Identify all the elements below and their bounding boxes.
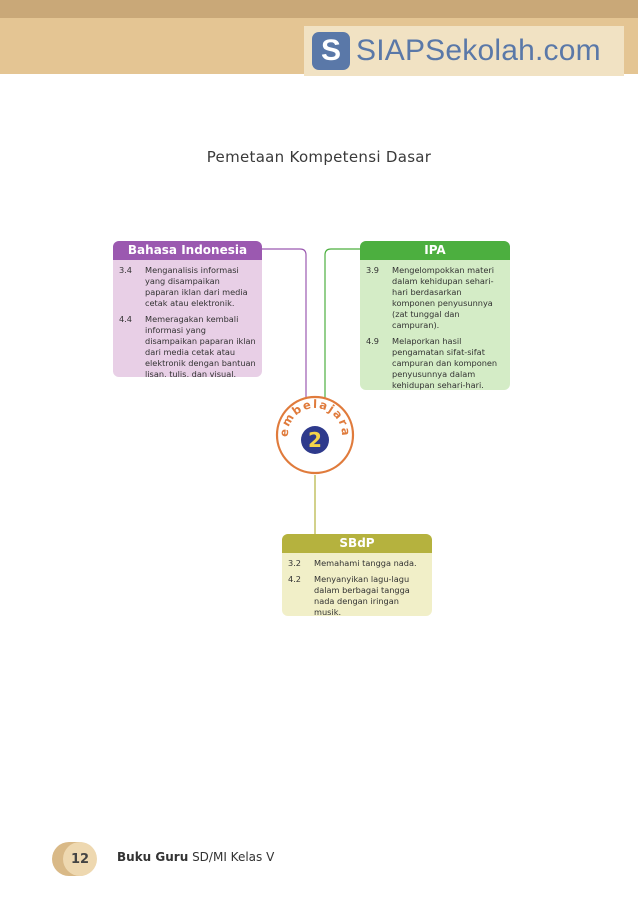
kd-code: 3.9 bbox=[366, 265, 380, 275]
page-title: Pemetaan Kompetensi Dasar bbox=[206, 148, 432, 166]
kd-text: Memeragakan kembali informasi yang disam… bbox=[145, 314, 256, 377]
kd-code: 4.2 bbox=[288, 574, 302, 584]
connector-ipa bbox=[324, 248, 360, 410]
card-title: SBdP bbox=[282, 534, 432, 553]
watermark-logo: S SIAPSekolah.com bbox=[304, 26, 624, 76]
kd-text: Melaporkan hasil pengamatan sifat-sifat … bbox=[392, 336, 498, 390]
footer-book-rest: SD/MI Kelas V bbox=[188, 850, 275, 864]
kd-code: 4.9 bbox=[366, 336, 380, 346]
kd-item: 4.4 Memeragakan kembali informasi yang d… bbox=[119, 314, 256, 377]
kd-text: Mengelompokkan materi dalam kehidupan se… bbox=[392, 265, 495, 330]
kd-code: 3.2 bbox=[288, 558, 302, 568]
kd-text: Memahami tangga nada. bbox=[314, 558, 417, 568]
card-body: 3.9 Mengelompokkan materi dalam kehidupa… bbox=[360, 260, 510, 390]
card-title: IPA bbox=[360, 241, 510, 260]
kd-item: 3.9 Mengelompokkan materi dalam kehidupa… bbox=[366, 265, 504, 331]
card-body: 3.2 Memahami tangga nada. 4.2 Menyanyika… bbox=[282, 553, 432, 616]
kd-item: 4.9 Melaporkan hasil pengamatan sifat-si… bbox=[366, 336, 504, 390]
kd-item: 3.2 Memahami tangga nada. bbox=[288, 558, 426, 569]
logo-text: SIAPSekolah.com bbox=[356, 34, 601, 67]
card-ipa: IPA 3.9 Mengelompokkan materi dalam kehi… bbox=[360, 241, 510, 390]
footer-book-title: Buku Guru SD/MI Kelas V bbox=[117, 850, 274, 864]
kd-text: Menyanyikan lagu-lagu dalam berbagai tan… bbox=[314, 574, 410, 616]
header-band-top bbox=[0, 0, 638, 18]
page-number: 12 bbox=[63, 842, 97, 876]
logo-s-icon: S bbox=[312, 32, 350, 70]
kd-text: Menganalisis informasi yang disampaikan … bbox=[145, 265, 248, 308]
connector-bahasa-indonesia bbox=[262, 248, 307, 410]
card-body: 3.4 Menganalisis informasi yang disampai… bbox=[113, 260, 262, 377]
center-number: 2 bbox=[308, 428, 322, 452]
card-bahasa-indonesia: Bahasa Indonesia 3.4 Menganalisis inform… bbox=[113, 241, 262, 377]
kd-item: 4.2 Menyanyikan lagu-lagu dalam berbagai… bbox=[288, 574, 426, 616]
card-title: Bahasa Indonesia bbox=[113, 241, 262, 260]
kd-code: 4.4 bbox=[119, 314, 133, 324]
card-sbdp: SBdP 3.2 Memahami tangga nada. 4.2 Menya… bbox=[282, 534, 432, 616]
kd-item: 3.4 Menganalisis informasi yang disampai… bbox=[119, 265, 256, 309]
center-number-circle bbox=[301, 426, 329, 454]
kd-code: 3.4 bbox=[119, 265, 133, 275]
footer-book-bold: Buku Guru bbox=[117, 850, 189, 864]
